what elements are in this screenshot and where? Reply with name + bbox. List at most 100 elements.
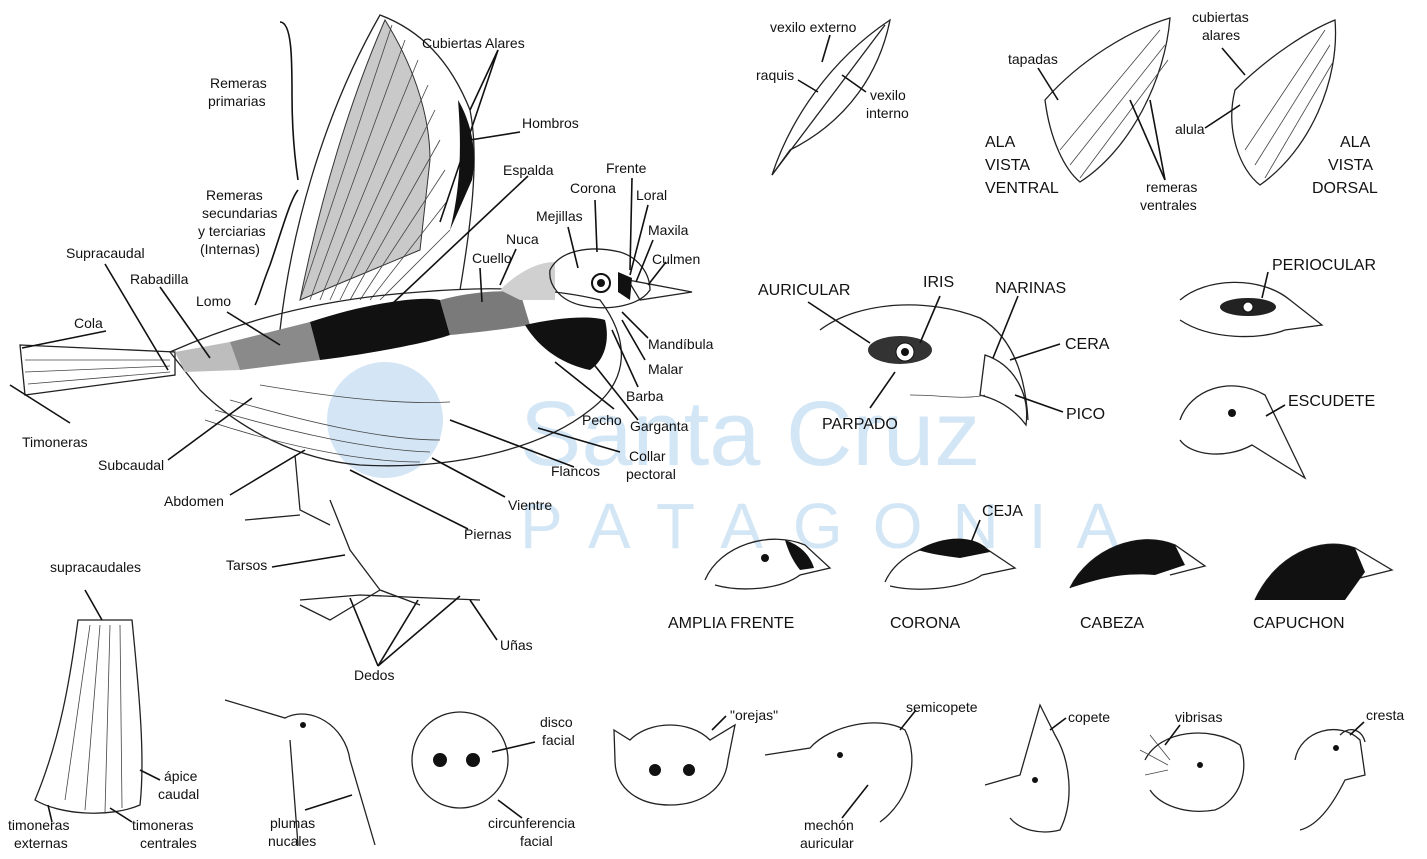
watermark-subtitle: PATAGONIA xyxy=(520,490,1149,562)
label-ceja: CEJA xyxy=(982,503,1023,520)
label-copete: copete xyxy=(1068,709,1110,725)
label-dorsal-3: DORSAL xyxy=(1312,180,1378,197)
wing-views: tapadas cubiertas alares alula remeras v… xyxy=(985,9,1378,213)
label-plumas-nucales-1: plumas xyxy=(270,815,315,831)
label-remeras-ventrales-1: remeras xyxy=(1146,179,1197,195)
label-cubiertas-1: cubiertas xyxy=(1192,9,1249,25)
cresta-head-outline xyxy=(1295,730,1365,830)
label-piernas: Piernas xyxy=(464,526,511,542)
feather-illustration: vexilo externo raquis vexilo interno xyxy=(756,19,909,175)
owl-eye-icon xyxy=(433,753,447,767)
owl-ears-outline xyxy=(614,725,735,805)
cap-label-amplia-frente: AMPLIA FRENTE xyxy=(668,615,794,632)
label-timoneras: Timoneras xyxy=(22,434,88,450)
label-mejillas: Mejillas xyxy=(536,208,583,224)
label-apice-2: caudal xyxy=(158,786,199,802)
label-loral: Loral xyxy=(636,187,667,203)
label-tapadas: tapadas xyxy=(1008,51,1058,67)
label-flancos: Flancos xyxy=(551,463,600,479)
label-unas: Uñas xyxy=(500,637,533,653)
label-raquis: raquis xyxy=(756,67,794,83)
label-parpado: PARPADO xyxy=(822,416,898,433)
label-pico: PICO xyxy=(1066,406,1105,423)
label-narinas: NARINAS xyxy=(995,280,1066,297)
label-lomo: Lomo xyxy=(196,293,231,309)
label-centrales-2: centrales xyxy=(140,835,197,851)
label-circunferencia-1: circunferencia xyxy=(488,815,575,831)
label-subcaudal: Subcaudal xyxy=(98,457,164,473)
label-cubiertas-2: alares xyxy=(1202,27,1240,43)
label-escudete: ESCUDETE xyxy=(1288,393,1375,410)
label-hombros: Hombros xyxy=(522,115,579,131)
cap-label-corona: CORONA xyxy=(890,615,961,632)
tail-fan-outline xyxy=(35,620,142,813)
label-externas-1: timoneras xyxy=(8,817,69,833)
dorsal-wing-outline xyxy=(1232,20,1336,185)
label-periocular: PERIOCULAR xyxy=(1272,257,1376,274)
label-vexilo-interno-1: vexilo xyxy=(870,87,906,103)
label-remeras-sec-2: secundarias xyxy=(202,205,278,221)
label-apice-1: ápice xyxy=(164,768,198,784)
owl-disc-outline xyxy=(412,712,508,808)
label-supracaudales: supracaudales xyxy=(50,559,141,575)
label-corona: Corona xyxy=(570,180,616,196)
label-collar-2: pectoral xyxy=(626,466,676,482)
primaries-shading xyxy=(300,20,430,300)
label-culmen: Culmen xyxy=(652,251,700,267)
label-remeras-sec-1: Remeras xyxy=(206,187,263,203)
label-disco-facial-2: facial xyxy=(542,732,575,748)
label-vexilo-interno-2: interno xyxy=(866,105,909,121)
label-malar: Malar xyxy=(648,361,683,377)
escudete-head-outline xyxy=(1180,386,1305,478)
beak-icon xyxy=(628,280,692,300)
label-mechon-1: mechón xyxy=(804,817,854,833)
label-ventral-1: ALA xyxy=(985,134,1016,151)
label-vexilo-externo: vexilo externo xyxy=(770,19,857,35)
label-circunferencia-2: facial xyxy=(520,833,553,849)
label-rabadilla: Rabadilla xyxy=(130,271,189,287)
label-remeras-sec-4: (Internas) xyxy=(200,241,260,257)
label-remeras-sec-3: y terciarias xyxy=(198,223,266,239)
label-collar-1: Collar xyxy=(629,448,666,464)
label-centrales-1: timoneras xyxy=(132,817,193,833)
label-garganta: Garganta xyxy=(630,418,689,434)
rump-band xyxy=(175,342,240,372)
cap-label-capuchon: CAPUCHON xyxy=(1253,615,1345,632)
lower-back-band xyxy=(230,322,320,370)
feather-rachis xyxy=(772,25,885,175)
label-mandibula: Mandíbula xyxy=(648,336,714,352)
tail-outline xyxy=(20,345,175,395)
raptor-beak-icon xyxy=(980,355,1027,425)
label-dorsal-2: VISTA xyxy=(1328,157,1373,174)
small-heads: PERIOCULAR ESCUDETE xyxy=(1180,257,1376,478)
cap-label-cabeza: CABEZA xyxy=(1080,615,1144,632)
ventral-wing-outline xyxy=(1045,18,1170,182)
label-tarsos: Tarsos xyxy=(226,557,267,573)
label-espalda: Espalda xyxy=(503,162,554,178)
label-nuca: Nuca xyxy=(506,231,539,247)
breast-collar xyxy=(525,318,607,370)
bottom-head-types: plumas nucales disco facial circunferenc… xyxy=(225,699,1404,851)
semicopete-head-outline xyxy=(765,723,912,822)
label-vibrisas: vibrisas xyxy=(1175,709,1222,725)
label-dedos: Dedos xyxy=(354,667,394,683)
copete-head-outline xyxy=(985,705,1069,832)
label-alula: alula xyxy=(1175,121,1205,137)
label-ventral-3: VENTRAL xyxy=(985,180,1059,197)
label-vientre: Vientre xyxy=(508,497,552,513)
label-cera: CERA xyxy=(1065,336,1110,353)
label-remeras-primarias-2: primarias xyxy=(208,93,266,109)
label-auricular: AURICULAR xyxy=(758,282,850,299)
label-orejas: "orejas" xyxy=(730,707,778,723)
label-cubiertas-alares: Cubiertas Alares xyxy=(422,35,525,51)
label-barba: Barba xyxy=(626,388,664,404)
label-ventral-2: VISTA xyxy=(985,157,1030,174)
label-cola: Cola xyxy=(74,315,103,331)
label-externas-2: externas xyxy=(14,835,68,851)
label-abdomen: Abdomen xyxy=(164,493,224,509)
label-maxila: Maxila xyxy=(648,222,689,238)
label-cresta: cresta xyxy=(1366,707,1404,723)
label-cuello: Cuello xyxy=(472,250,512,266)
label-iris: IRIS xyxy=(923,274,954,291)
